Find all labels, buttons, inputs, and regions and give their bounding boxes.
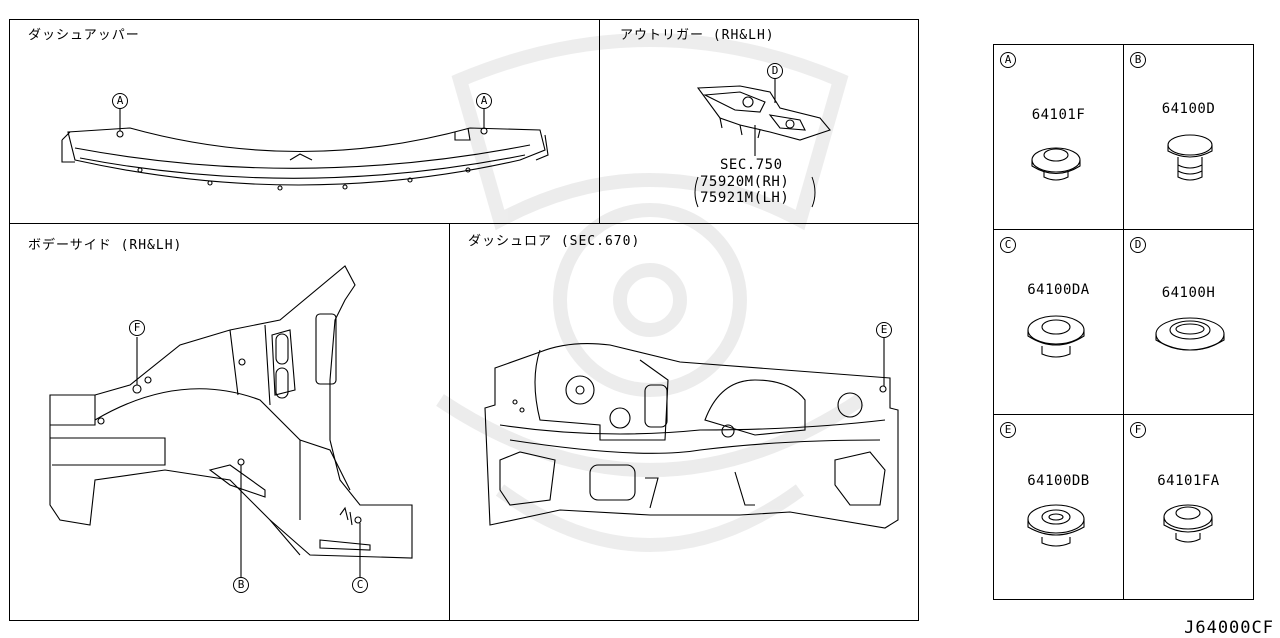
legend-part-number: 64100DB (1027, 473, 1090, 489)
callout-c: C (352, 577, 368, 593)
legend-part-number: 64101FA (1157, 473, 1220, 489)
callout-f: F (129, 320, 145, 336)
panel-title: アウトリガー (RH&LH) (620, 28, 775, 43)
legend-part-number: 64100H (1161, 285, 1216, 301)
legend-cell-e: E 64100DB (993, 414, 1124, 600)
callout-a-right: A (476, 93, 492, 109)
panel-title: ダッシュロア (SEC.670) (468, 234, 641, 249)
outrigger-part-lh: 75921M(LH) (700, 190, 790, 206)
watermark-emblem (436, 33, 864, 552)
clip-icon-c (1027, 315, 1085, 358)
legend-cell-f: F 64101FA (1123, 414, 1254, 600)
outrigger-part-rh: 75920M(RH) (700, 174, 790, 190)
callout-e: E (876, 322, 892, 338)
clip-icon-e (1027, 504, 1085, 547)
legend-part-number: 64100D (1161, 101, 1216, 117)
clip-icon-f (1163, 504, 1213, 543)
callout-a-left: A (112, 93, 128, 109)
panel-title: ボデーサイド (RH&LH) (28, 238, 183, 253)
clip-icon-d (1155, 317, 1225, 351)
legend-letter: E (1000, 422, 1016, 438)
legend-cell-a: A 64101F (993, 44, 1124, 230)
clip-icon-a (1031, 147, 1081, 181)
callout-d: D (767, 63, 783, 79)
legend-cell-b: B 64100D (1123, 44, 1254, 230)
callout-b: B (233, 577, 249, 593)
legend-letter: A (1000, 52, 1016, 68)
diagram-code: J64000CF (1184, 618, 1274, 638)
legend-part-number: 64101F (1031, 107, 1086, 123)
legend-cell-d: D 64100H (1123, 229, 1254, 415)
legend-cell-c: C 64100DA (993, 229, 1124, 415)
legend-letter: C (1000, 237, 1016, 253)
panel-title: ダッシュアッパー (28, 28, 140, 43)
legend-letter: F (1130, 422, 1146, 438)
legend-letter: D (1130, 237, 1146, 253)
clip-icon-b (1167, 134, 1213, 181)
panel-dash-lower: ダッシュロア (SEC.670) (449, 223, 919, 621)
legend-part-number: 64100DA (1027, 282, 1090, 298)
outrigger-sec-label: SEC.750 (720, 157, 783, 173)
legend-letter: B (1130, 52, 1146, 68)
